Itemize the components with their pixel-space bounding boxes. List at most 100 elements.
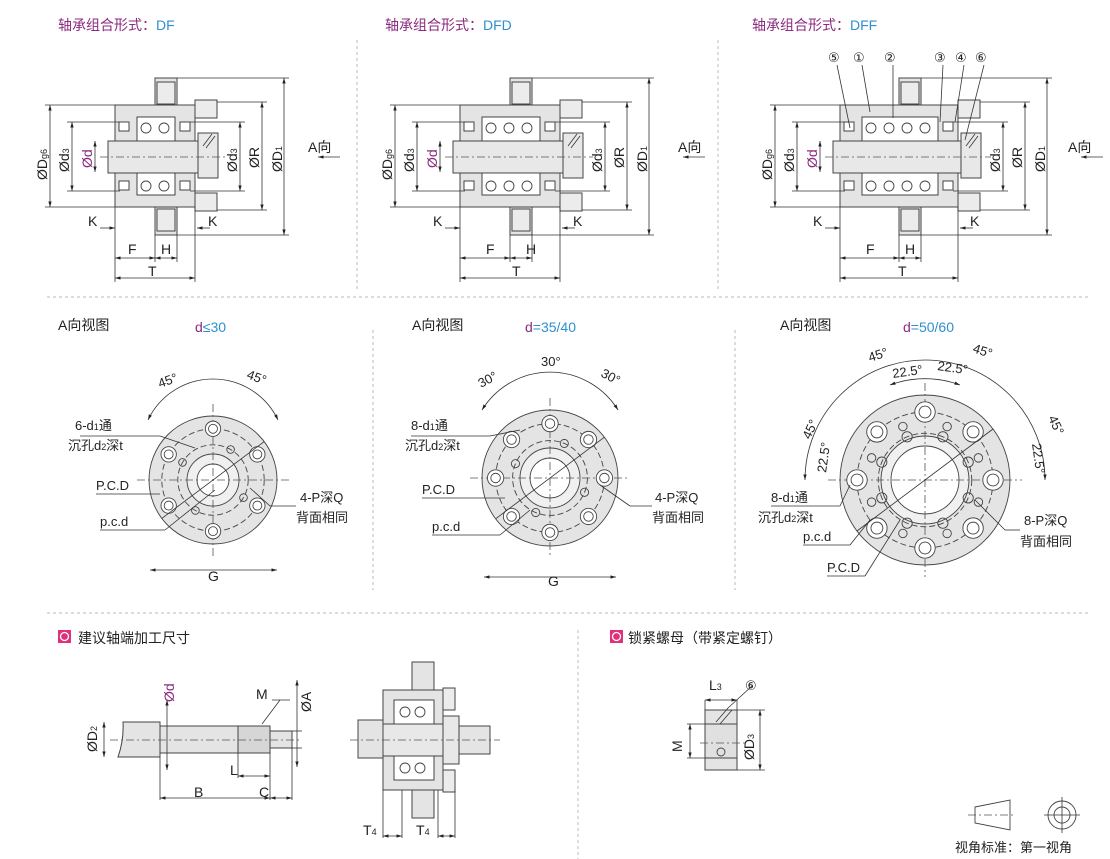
set-screw-hatch (567, 133, 578, 147)
cover-bolt (442, 687, 456, 711)
angle-label: 45° (866, 345, 889, 365)
angle-arc (481, 371, 619, 411)
callout-leader (861, 64, 871, 113)
dim-g: G (548, 573, 559, 589)
counterbore-hole (249, 497, 266, 514)
cover-bolt (957, 192, 981, 212)
dim-dg6: ØDg6 (759, 149, 775, 180)
flange-end-view (470, 398, 630, 558)
size-condition: d=35/40 (525, 319, 576, 335)
callout-1: ① (853, 50, 865, 65)
a-direction-label: A向 (308, 139, 331, 155)
seal (942, 180, 954, 191)
label-leader (489, 429, 521, 437)
tapped-hole-label: 4-P深Q (655, 490, 698, 505)
pcd-inner-label: p.c.d (432, 519, 460, 534)
tapped-hole (226, 445, 235, 454)
counterbore-hole (846, 469, 868, 491)
top-labels-df: ØDg6 Ød3 Ød Ød3 ØR ØD1 A向 K K F H T (34, 139, 331, 279)
angle-arc (803, 359, 1047, 481)
dim-k-right: K (573, 213, 583, 229)
tapped-hole (898, 421, 908, 432)
tapped-hole (973, 497, 984, 507)
flange-bolt (156, 81, 176, 105)
locknut-labels: L3 ⑥ M ØD3 (669, 677, 757, 760)
flange-bolt (156, 208, 176, 232)
a-direction-label: A向 (1068, 139, 1091, 155)
dim-d: Ød (424, 149, 440, 168)
through-hole (208, 526, 218, 537)
angle-label: 45° (799, 417, 821, 441)
side-view (770, 77, 1103, 282)
ball-icon (503, 180, 515, 192)
truncated-cone-icon (974, 799, 1011, 831)
tapped-hole (942, 421, 952, 432)
ball-icon (883, 180, 895, 192)
counterbore-label: 沉孔d2深t (405, 438, 460, 453)
shaft-end (269, 730, 293, 749)
through-hole (163, 500, 174, 511)
dim-m: M (256, 686, 268, 702)
callout-3: ③ (934, 50, 946, 65)
set-screw-hatch (968, 135, 979, 149)
ball-icon (140, 122, 152, 134)
dim-h: H (905, 241, 915, 257)
dim-f: F (866, 241, 875, 257)
counterbore-hole (579, 507, 598, 526)
tapped-hole (901, 517, 913, 529)
tapped-hole (531, 508, 541, 518)
angle-label: 45° (156, 370, 180, 391)
through-hole (506, 511, 517, 522)
flange-end-view (828, 383, 1022, 577)
flange-bolt (900, 208, 920, 232)
counterbore-hole (962, 421, 984, 443)
seal (843, 180, 855, 191)
tapped-hole (973, 453, 984, 463)
locknut-bore (704, 723, 738, 759)
dim-d: Ød (804, 149, 820, 168)
flange-end-view (137, 404, 289, 556)
pcd-leader (856, 428, 994, 532)
through-hole-label: 6-d1通 (75, 418, 112, 433)
dim-g: G (208, 568, 219, 584)
section-title-locknut: 锁紧螺母（带紧定螺钉） (628, 630, 782, 646)
dim-a: ØA (298, 691, 314, 712)
counterbore-hole (204, 420, 222, 437)
counterbore-hole (486, 469, 505, 487)
view-title: A向视图 (780, 317, 831, 333)
dim-f: F (128, 241, 137, 257)
dim-dg6: ØDg6 (379, 149, 395, 180)
dim-k-left: K (813, 213, 823, 229)
through-hole (599, 472, 610, 484)
through-hole (252, 500, 263, 511)
tapped-hole (866, 497, 877, 507)
ball-icon (521, 180, 533, 192)
label-leader (849, 519, 871, 546)
ball-icon (158, 122, 170, 134)
a-direction-label: A向 (678, 139, 701, 155)
flange-bolt (900, 81, 920, 105)
ball-icon (485, 122, 497, 134)
dim-k-left: K (88, 213, 98, 229)
seal (179, 121, 191, 132)
angle-label: 22.5° (937, 358, 969, 377)
size-condition: d≤30 (195, 319, 226, 335)
callout-leader (836, 64, 851, 129)
through-hole (583, 434, 594, 445)
tapped-hole (962, 492, 974, 504)
seal (942, 121, 954, 132)
counterbore-hole (866, 421, 888, 443)
size-condition: d=50/60 (903, 319, 954, 335)
seal (544, 121, 556, 132)
separators (47, 40, 1090, 859)
seal (463, 121, 475, 132)
dim-d2: ØD2 (84, 726, 100, 752)
counterbore-hole (502, 507, 521, 526)
dim-h: H (526, 241, 536, 257)
dim-r: ØR (611, 147, 627, 168)
ball-icon (883, 122, 895, 134)
set-screw-hatch (205, 135, 216, 149)
seal (118, 121, 130, 132)
side-view (390, 77, 705, 282)
callout-4: ④ (955, 50, 967, 65)
